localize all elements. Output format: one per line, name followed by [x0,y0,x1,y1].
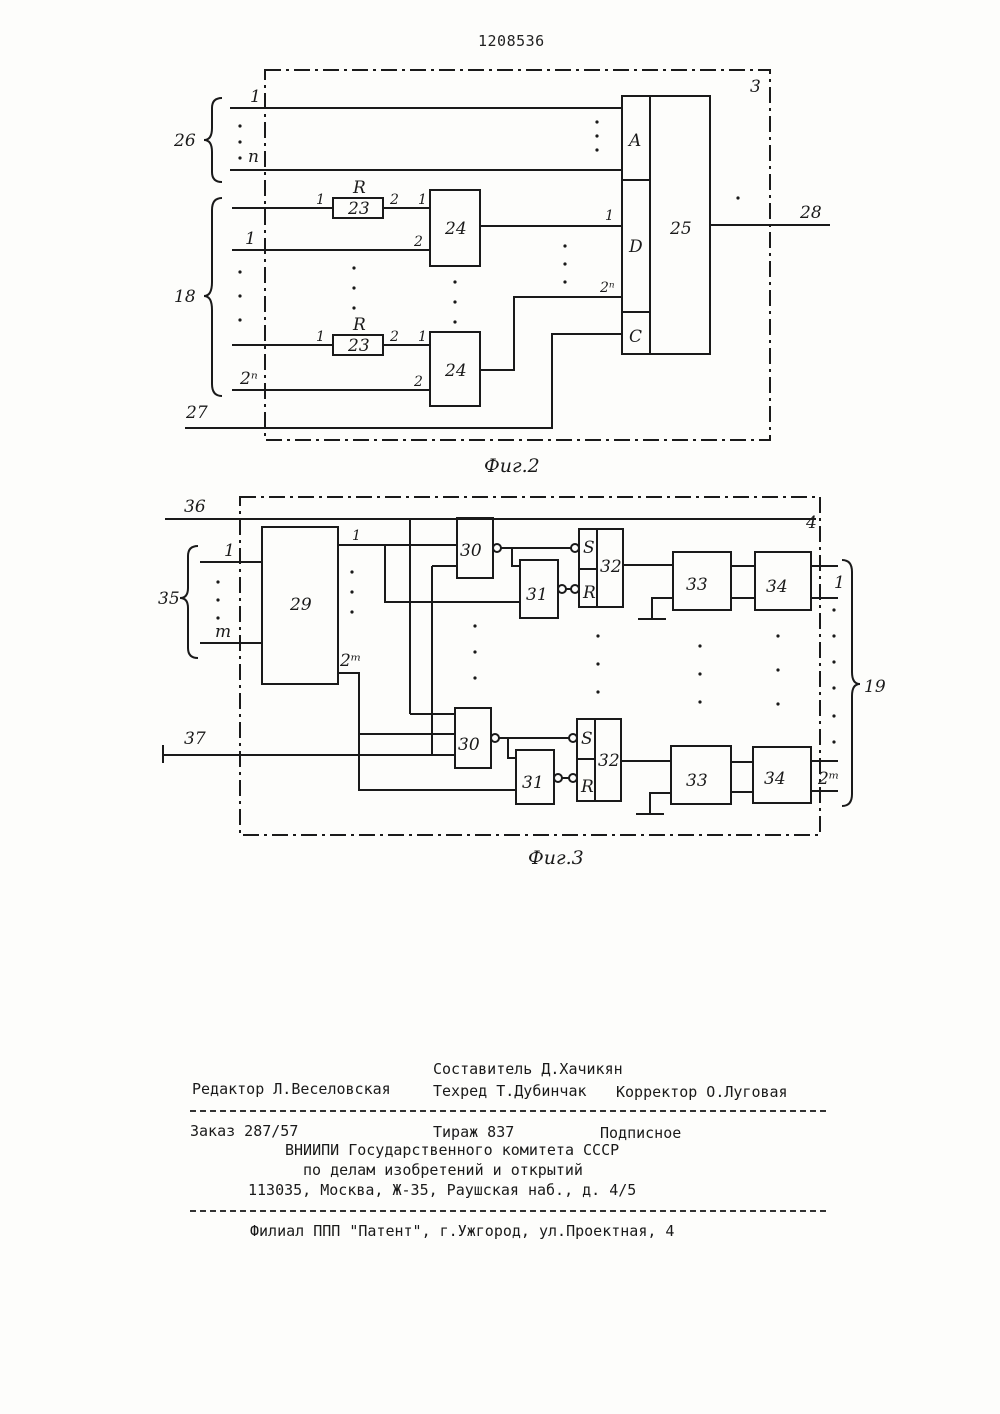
imprint-editor: Редактор Л.Веселовская [192,1080,391,1098]
imprint-compiler: Составитель Д.Хачикян [433,1060,623,1078]
block-30-lower-number: 30 [458,735,480,755]
gate-24-lower-number: 24 [444,361,467,381]
gate-upper-pin2: 2 [413,234,423,250]
block-33-lower-number: 33 [686,771,708,791]
port-a: A [627,131,641,151]
imprint-subscription: Подписное [600,1124,681,1142]
line-label-m: m [215,622,231,642]
fig2-block3-boundary [265,70,770,440]
line-label-n: n [248,147,259,167]
label-26: 26 [173,131,196,151]
imprint-branch: Филиал ППП "Патент", г.Ужгород, ул.Проек… [250,1222,674,1240]
brace-19 [842,560,860,806]
r-upper: R [582,583,596,603]
line-label-2n: 2ⁿ [239,369,258,389]
resistor-lower-pin1: 1 [316,329,325,345]
imprint-address: 113035, Москва, Ж-35, Раушская наб., д. … [248,1181,636,1199]
fig2-caption: Фиг.2 [484,455,540,477]
r-lower: R [580,777,594,797]
label-27: 27 [185,403,208,423]
block-34-lower-number: 34 [764,769,786,789]
fig2-block-number: 3 [750,77,761,97]
resistor-upper-pin1: 1 [316,192,325,208]
port-d: D [628,237,643,257]
label-19: 19 [864,677,886,697]
brace-18 [204,198,222,396]
out-label-1: 1 [834,573,845,593]
label-35: 35 [158,589,180,609]
d-pin-2n: 2ⁿ [599,280,615,296]
gate-24-upper-number: 24 [444,219,467,239]
gate-lower-pin1: 1 [418,329,427,345]
block-31-upper-number: 31 [526,585,548,605]
imprint-techred: Техред Т.Дубинчак [433,1082,587,1100]
label-37: 37 [184,729,206,749]
trigger-32-upper-number: 32 [600,557,622,577]
block-33-upper-number: 33 [686,575,708,595]
imprint-org-line2: по делам изобретений и открытий [303,1161,583,1179]
block-31-lower-number: 31 [522,773,544,793]
brace-26 [204,98,222,182]
decoder-out-2m: 2ᵐ [339,651,361,671]
resistor-upper-pin2: 2 [389,192,399,208]
line-label-1-35: 1 [224,541,235,561]
out-label-2m: 2ᵐ [817,769,839,789]
block-30-upper-number: 30 [460,541,482,561]
label-36: 36 [184,497,206,517]
resistor-23-upper-number: 23 [347,199,370,219]
ellipsis-dots [216,120,835,743]
line-label-1: 1 [250,87,261,107]
fig3-caption: Фиг.3 [528,847,584,869]
port-c: C [629,327,642,347]
resistor-label-lower: R [352,315,366,335]
s-upper: S [583,538,595,558]
label-28: 28 [799,203,822,223]
register-25-number: 25 [669,219,692,239]
resistor-lower-pin2: 2 [389,329,399,345]
imprint-corrector: Корректор О.Луговая [616,1083,788,1101]
decoder-out-1: 1 [352,528,361,544]
brace-35 [180,546,198,658]
block-34-upper-number: 34 [766,577,788,597]
gate-upper-pin1: 1 [418,192,427,208]
resistor-label-upper: R [352,178,366,198]
imprint-org-line1: ВНИИПИ Государственного комитета СССР [285,1141,619,1159]
imprint-order: Заказ 287/57 [190,1122,298,1140]
label-18: 18 [174,287,196,307]
resistor-23-lower-number: 23 [347,336,370,356]
gate-lower-pin2: 2 [413,374,423,390]
imprint-rule-top [190,1110,826,1112]
fig3-block-number: 4 [805,513,817,533]
line-label-1-d: 1 [245,229,256,249]
imprint-circulation: Тираж 837 [433,1123,514,1141]
s-lower: S [581,729,593,749]
trigger-32-lower-number: 32 [598,751,620,771]
decoder-29-number: 29 [289,595,312,615]
imprint-rule-bottom [190,1210,826,1212]
d-pin-1: 1 [605,208,614,224]
